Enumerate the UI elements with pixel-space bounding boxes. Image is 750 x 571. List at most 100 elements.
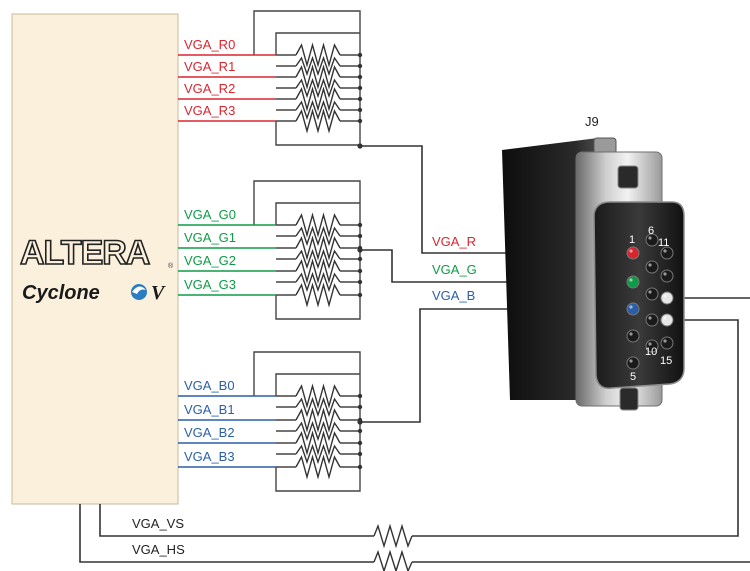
ladder-bus [275,376,361,492]
resistor-blue-2 [295,430,341,456]
label-vga-b1: VGA_B1 [184,402,235,417]
resistor-shunt-blue-1 [295,420,341,442]
vga-hs-wire [79,504,374,563]
resistor-shunt-blue-0 [295,396,341,418]
ladder-blue [178,351,363,492]
pin-highlight [663,272,667,276]
resistor-ladders [178,10,363,492]
connector-pin-3 [626,302,640,316]
junction-dot [357,393,363,399]
connector-thumbscrew-upper [617,165,639,189]
pin-label-10: 10 [645,346,657,358]
resistor-red-1 [295,64,341,90]
ladder-bracket-outer [253,180,361,225]
connector-pin-12 [660,269,674,283]
pin-highlight [629,332,633,336]
ladder-bracket-inner [275,373,360,396]
label-vga-b3: VGA_B3 [184,449,235,464]
vga-connector: J9 1 5 6 10 11 15 [502,114,685,411]
connector-ref-label: J9 [585,114,599,129]
connector-pin-14 [660,313,674,327]
pin-highlight [629,278,633,282]
junction-dot [357,118,363,124]
junction-dot [357,85,363,91]
resistor-shunt-green-0 [295,225,341,247]
label-vga-r1: VGA_R1 [184,59,235,74]
vga-vs-label: VGA_VS [132,516,184,531]
ladder-bracket-inner [275,202,360,225]
junction-dot [357,464,363,470]
ladder-bracket-outer [253,351,361,396]
altera-logo-text: ALTERA [20,234,150,272]
vga-g-label: VGA_G [432,262,477,277]
resistor-red-0 [295,42,341,68]
cyclone-version: V [151,282,166,304]
ladder-bus [275,205,361,320]
pin-highlight [629,359,633,363]
resistor-shunt-red-0 [295,55,341,77]
label-vga-g1: VGA_G1 [184,230,236,245]
connector-pin-2 [626,275,640,289]
label-vga-r2: VGA_R2 [184,81,235,96]
connector-pin-15 [660,336,674,350]
pin-highlight [648,316,652,320]
cyclone-logo-text: Cyclone [22,282,100,304]
pin-highlight [648,290,652,294]
label-vga-g0: VGA_G0 [184,207,236,222]
resistor-shunt-blue-2 [295,443,341,465]
sync-wires [79,297,750,571]
junction-dot [357,233,363,239]
pin-label-6: 6 [648,225,654,237]
connector-pin-9 [645,313,659,327]
pin-highlight [629,249,633,253]
junction-dot [357,52,363,58]
connector-pin-4 [626,329,640,343]
resistor-shunt-green-1 [295,248,341,270]
vga-vs-wire-out [412,319,739,537]
label-vga-r3: VGA_R3 [184,103,235,118]
pin-label-5: 5 [630,371,636,383]
pin-highlight [663,294,667,298]
ladder-green [178,180,363,320]
resistor-green-0 [295,212,341,238]
pin-highlight [629,305,633,309]
junction-dot [357,222,363,228]
pin-highlight [663,249,667,253]
resistor-shunt-red-1 [295,77,341,99]
connector-thumbscrew-lower [619,387,639,411]
pin-label-11: 11 [658,237,669,249]
junction-dot [357,440,363,446]
junction-dot [357,279,363,285]
vga-vs-wire [99,504,374,537]
junction-dot [357,74,363,80]
fpga-signal-labels: VGA_R0 VGA_R1 VGA_R2 VGA_R3 VGA_G0 VGA_G… [184,37,236,464]
ladder-red [178,10,363,149]
label-vga-b2: VGA_B2 [184,425,235,440]
pin-highlight [648,236,652,240]
resistor-red-3 [295,108,341,134]
connector-pin-5 [626,356,640,370]
junction-dot [357,451,363,457]
connector-pin-1 [626,246,640,260]
pin-label-15: 15 [660,355,672,367]
hs-resistor [373,549,413,571]
vga-r-label: VGA_R [432,234,476,249]
label-vga-g3: VGA_G3 [184,277,236,292]
vs-resistor [373,523,413,549]
junction-dot [357,107,363,113]
cyclone-swirl-highlight [132,286,146,294]
ladder-bracket-outer [253,10,361,55]
vga-b-label: VGA_B [432,288,475,303]
connector-pins [626,233,674,370]
resistor-blue-3 [295,454,341,480]
resistor-shunt-red-2 [295,99,341,121]
ladder-bracket-inner [275,32,360,55]
junction-dot [357,404,363,410]
resistor-green-2 [295,258,341,284]
resistor-green-1 [295,235,341,261]
junction-dot [357,63,363,69]
resistor-shunt-green-2 [295,271,341,293]
registered-mark: ® [168,262,174,270]
